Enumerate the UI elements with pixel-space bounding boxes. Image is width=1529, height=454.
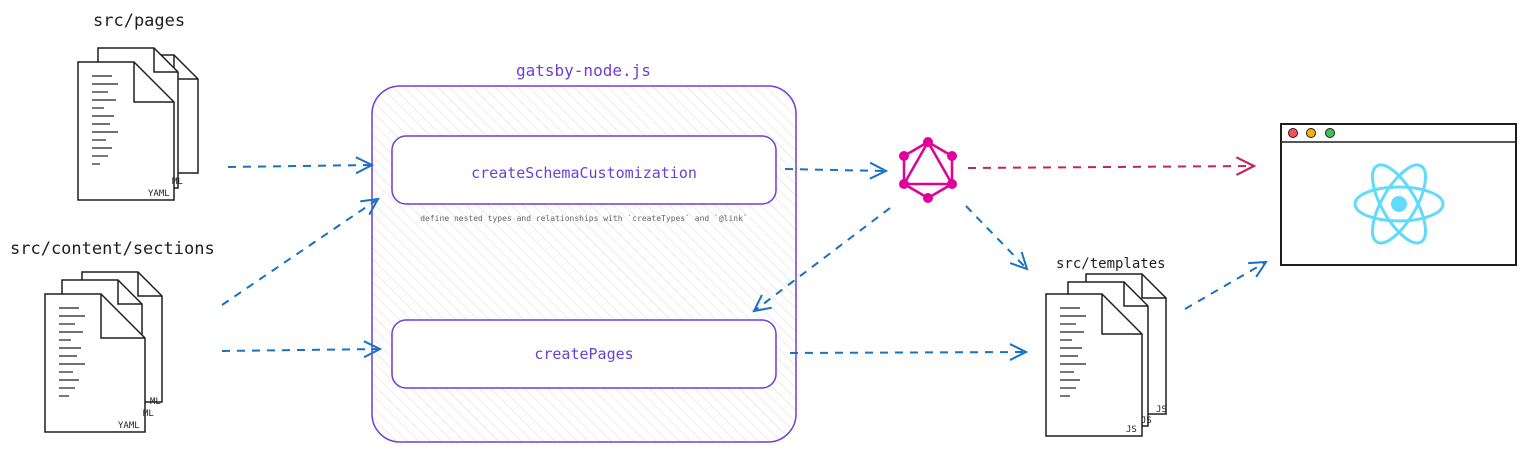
create-pages-label: createPages (534, 345, 633, 363)
sections-mid-tag: ML (143, 409, 154, 419)
arrow-sections-to-createpages (221, 349, 380, 351)
templates-mid-tag: JS (1141, 416, 1152, 426)
arrow-createpages-to-templates (789, 352, 1026, 353)
arrow-templates-to-browser (1184, 262, 1266, 310)
arrow-graphql-to-createpages (754, 207, 891, 311)
src-pages-file-stack-icon (77, 47, 199, 201)
sections-front-tag: YAML (118, 421, 140, 431)
arrow-sections-to-schema (221, 199, 378, 306)
src-content-sections-label: src/content/sections (10, 239, 215, 259)
arrow-graphql-to-templates (965, 205, 1027, 269)
src-content-sections-file-stack-icon (44, 271, 163, 433)
pages-back-tag: ML (172, 177, 183, 187)
arrow-pages-to-schema (227, 165, 372, 167)
gatsby-node-label: gatsby-node.js (516, 61, 651, 80)
browser-window-icon (1280, 123, 1517, 266)
arrow-graphql-to-browser (967, 166, 1254, 168)
src-pages-label: src/pages (93, 11, 185, 31)
src-templates-label: src/templates (1056, 256, 1166, 272)
create-schema-customization-label: createSchemaCustomization (471, 164, 697, 182)
pages-front-tag: YAML (148, 189, 170, 199)
src-templates-file-stack-icon (1045, 273, 1167, 437)
arrow-group (221, 165, 1266, 353)
graphql-icon (899, 137, 957, 203)
templates-back-tag: JS (1156, 405, 1167, 415)
sections-back-tag: ML (150, 397, 161, 407)
create-schema-customization-box (391, 135, 777, 205)
templates-front-tag: JS (1126, 425, 1137, 435)
schema-note: define nested types and relationships wi… (420, 213, 748, 223)
create-pages-box (391, 319, 777, 389)
arrow-schema-to-graphql (784, 169, 886, 171)
